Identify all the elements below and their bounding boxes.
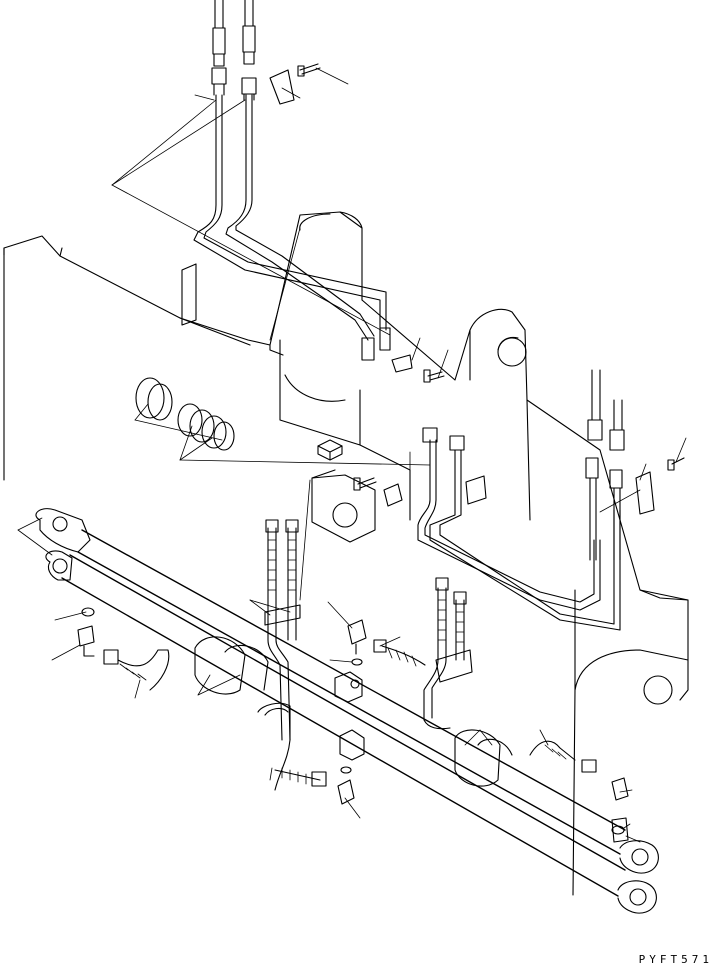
leader-lines [17,67,687,843]
main-frame [3,211,689,896]
cylinder-bands [194,636,513,787]
fittings-and-orings [77,607,629,843]
drawing-code: PYFT571 [638,953,713,966]
right-pipe-assembly [417,369,685,631]
seal-rings [135,377,235,451]
hydraulic-hoses [103,519,597,791]
hydraulic-cylinders [35,508,659,914]
upper-left-pipe-assembly [193,0,413,373]
bolts [353,369,445,507]
